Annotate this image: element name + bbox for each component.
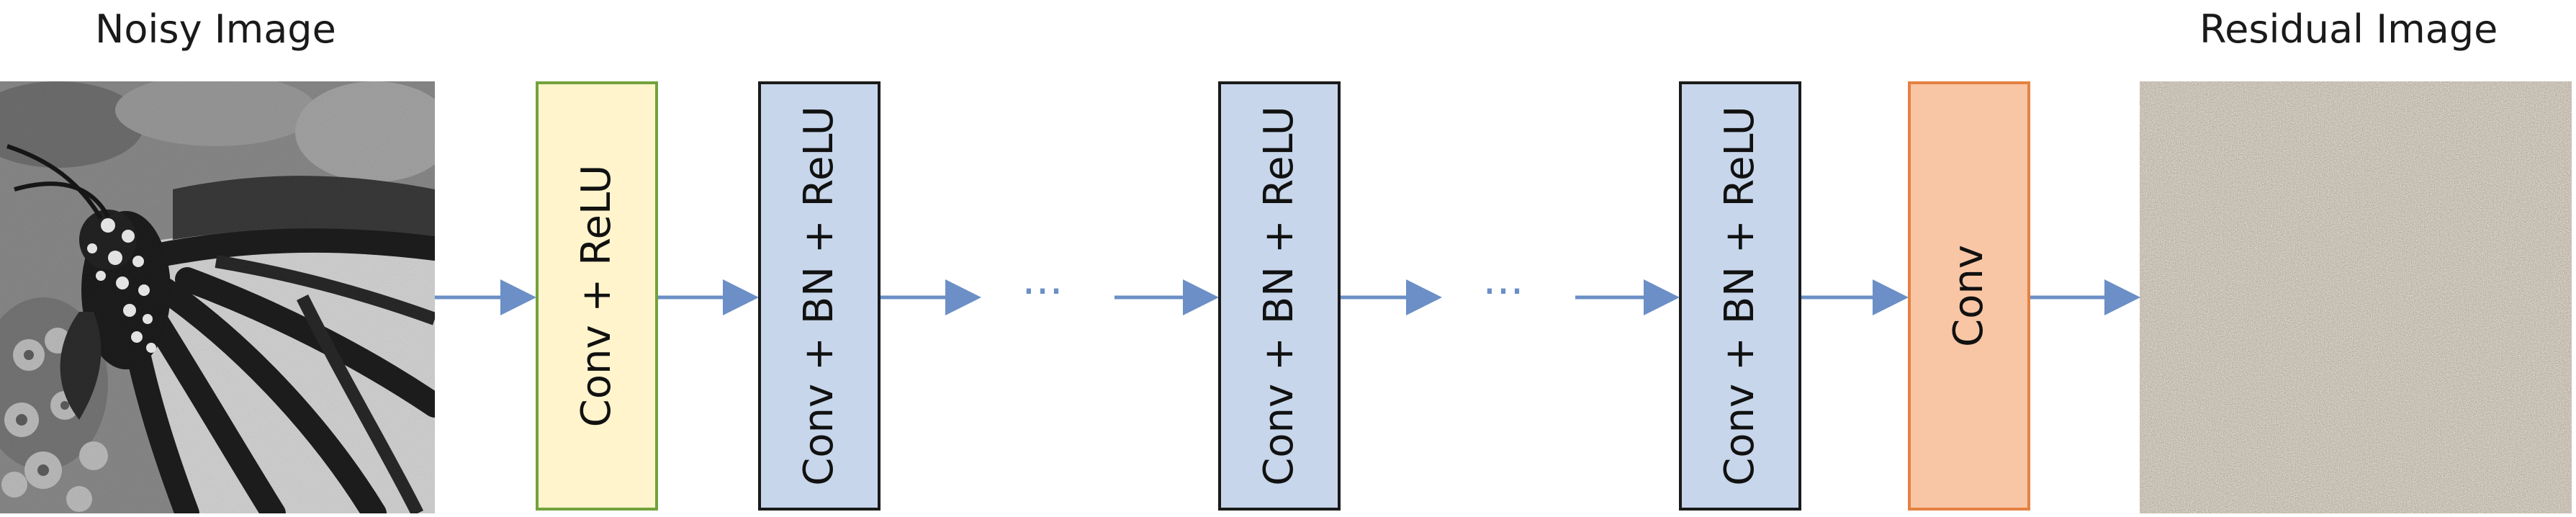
ellipsis-1: ··· (1022, 266, 1063, 317)
layer-label: Conv + BN + ReLU (1716, 106, 1763, 486)
noisy-image (0, 81, 435, 513)
ellipsis-2: ··· (1482, 266, 1523, 317)
layer-conv-bn-relu-3: Conv + BN + ReLU (1679, 81, 1801, 511)
layer-label: Conv + BN + ReLU (796, 106, 842, 486)
residual-image-caption: Residual Image (2199, 6, 2498, 52)
noisy-image-caption: Noisy Image (95, 6, 336, 52)
residual-image (2140, 81, 2572, 513)
layer-label: Conv + BN + ReLU (1256, 106, 1302, 486)
layer-label: Conv (1945, 245, 1992, 347)
layer-conv-bn-relu-2: Conv + BN + ReLU (1218, 81, 1341, 511)
layer-conv: Conv (1908, 81, 2030, 511)
layer-label: Conv + ReLU (573, 164, 620, 428)
layer-conv-bn-relu-1: Conv + BN + ReLU (758, 81, 881, 511)
layer-conv-relu: Conv + ReLU (536, 81, 658, 511)
